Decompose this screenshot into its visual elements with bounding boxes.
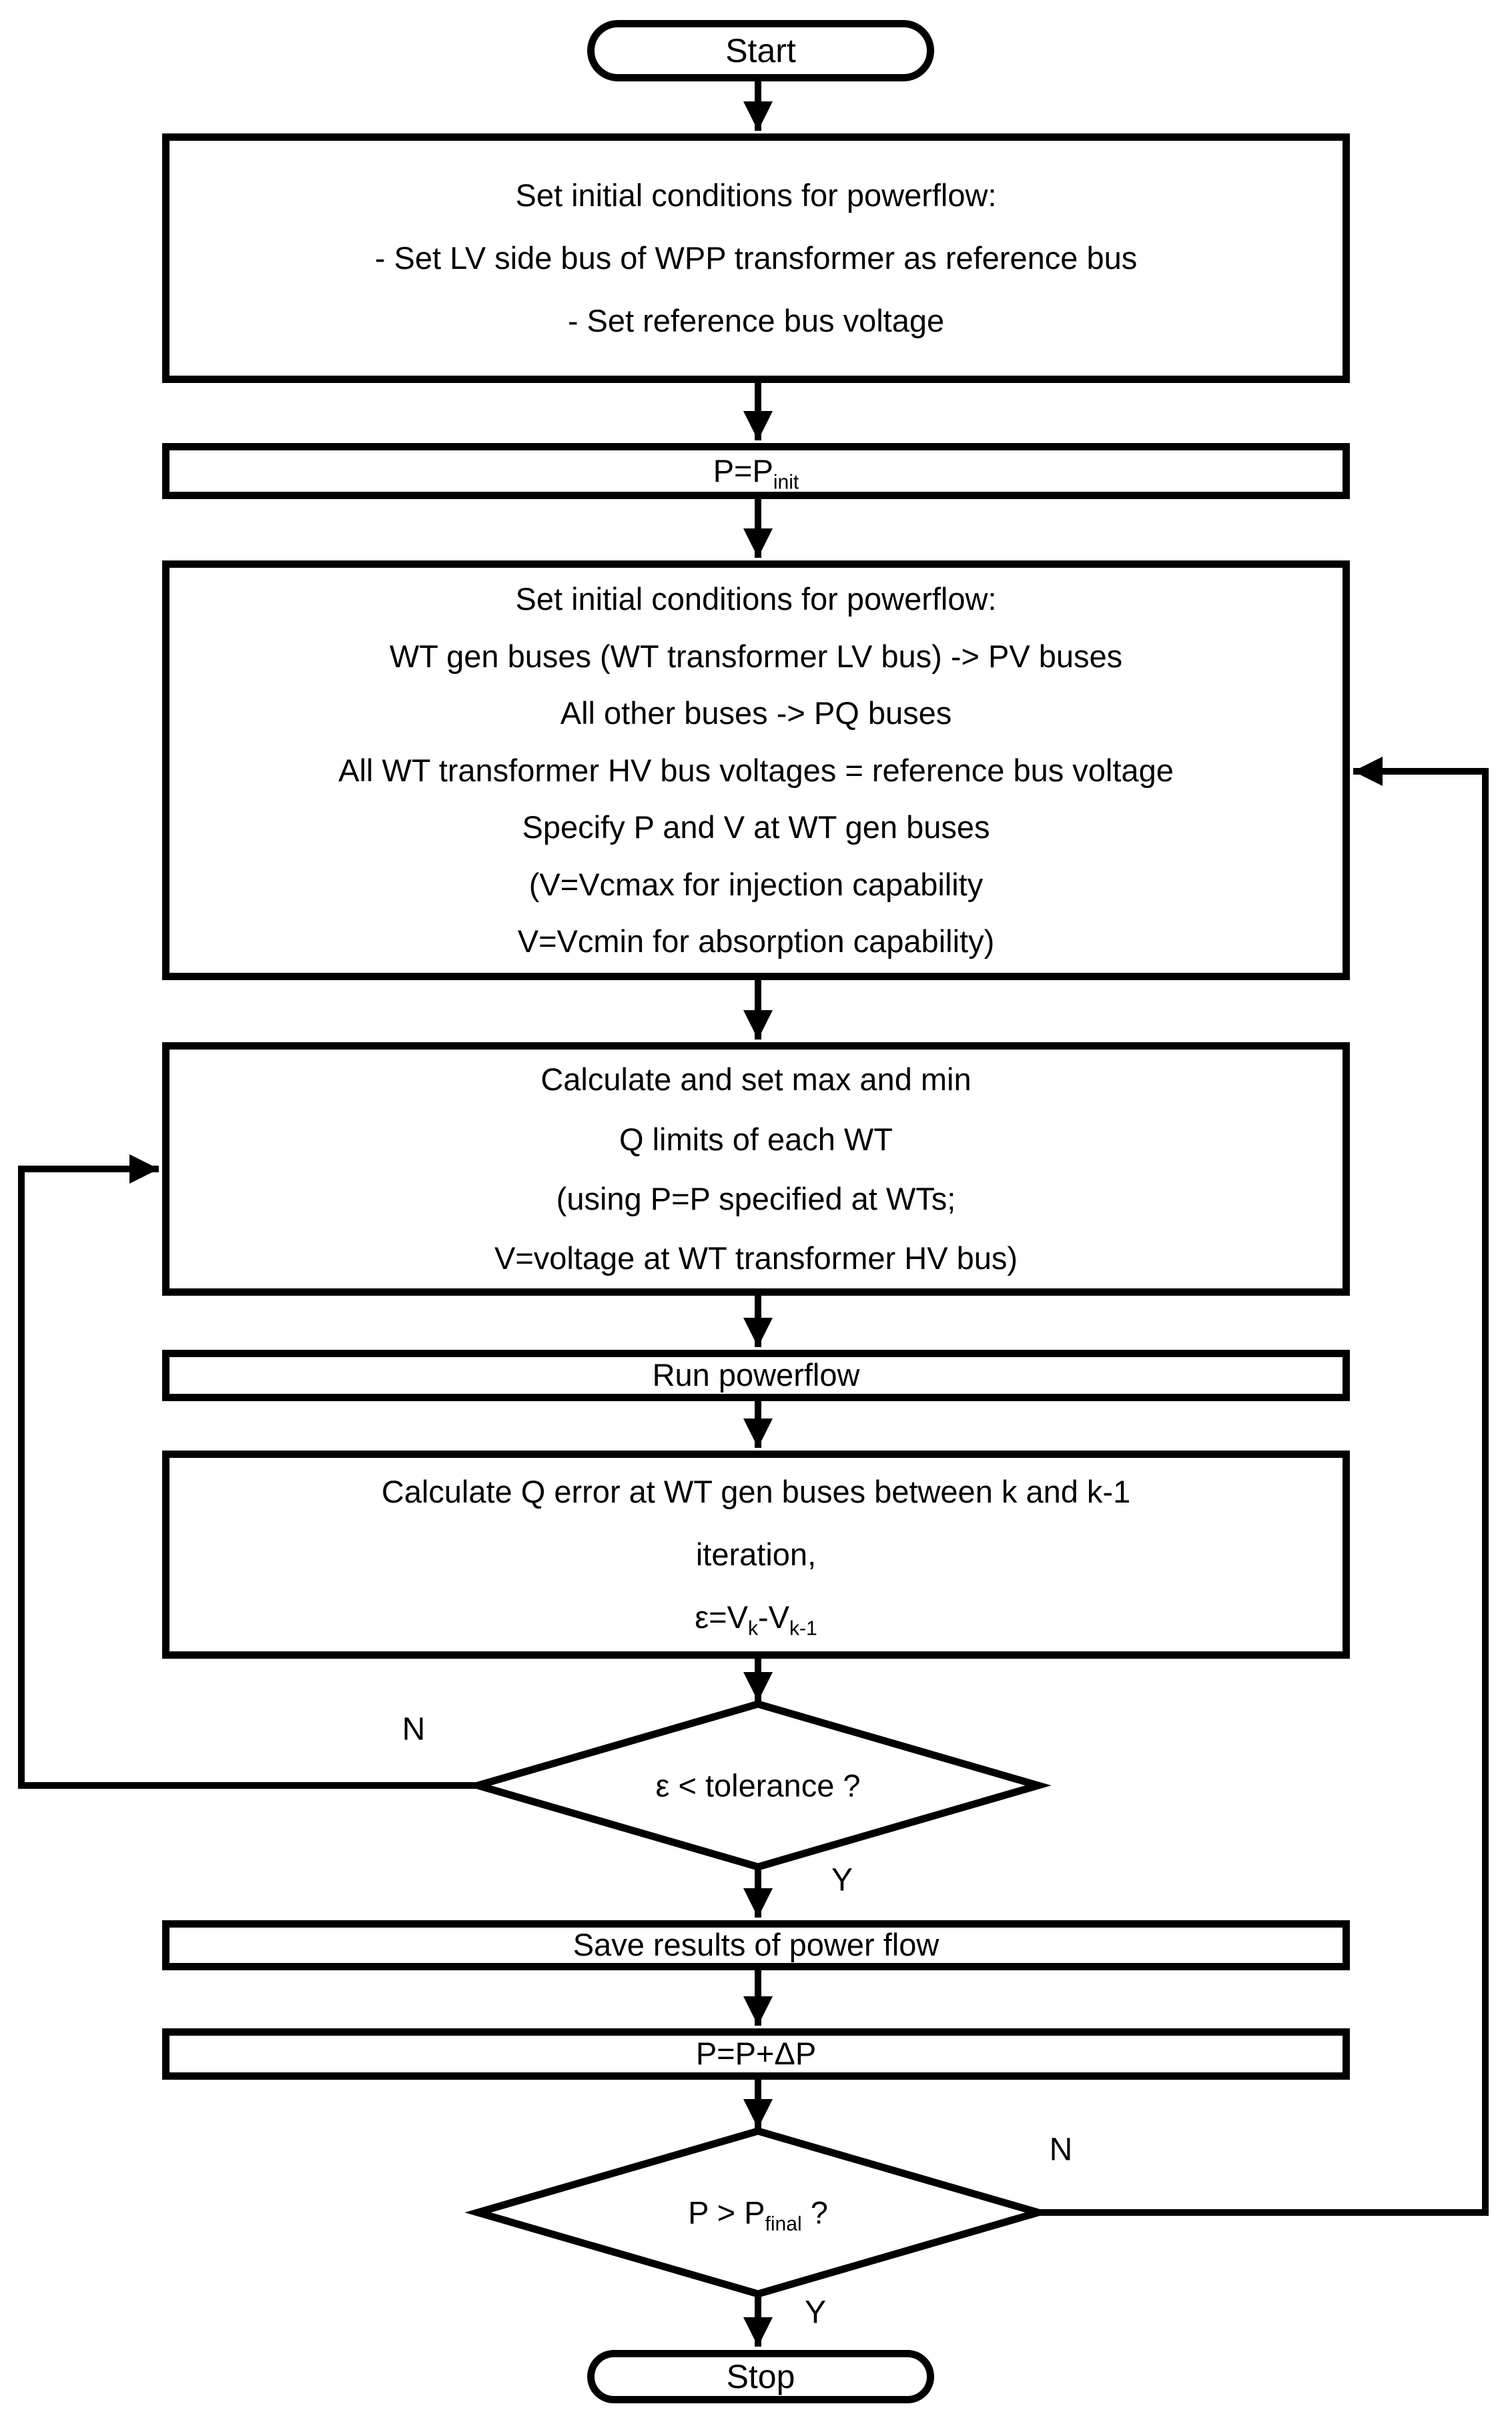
process-line: Set initial conditions for powerflow: — [515, 581, 997, 617]
formula-p-init: P=Pinit — [713, 452, 799, 494]
process-p-init: P=Pinit — [162, 443, 1350, 499]
save-results-label: Save results of power flow — [573, 1927, 939, 1963]
stop-terminal: Stop — [587, 2350, 934, 2403]
process-run-powerflow: Run powerflow — [162, 1350, 1350, 1401]
decision-final-shape — [464, 2127, 1052, 2298]
final-no-branch-label: N — [1049, 2132, 1073, 2168]
process-line: - Set LV side bus of WPP transformer as … — [374, 240, 1138, 276]
run-powerflow-label: Run powerflow — [652, 1357, 860, 1393]
process-line: Specify P and V at WT gen buses — [522, 809, 990, 845]
stop-label: Stop — [726, 2357, 795, 2395]
process-powerflow-setup: Set initial conditions for powerflow: WT… — [162, 560, 1350, 980]
process-q-limits: Calculate and set max and min Q limits o… — [162, 1042, 1350, 1296]
process-p-step: P=P+ΔP — [162, 2028, 1350, 2080]
process-line: All WT transformer HV bus voltages = ref… — [338, 752, 1174, 788]
process-line: Set initial conditions for powerflow: — [515, 177, 997, 213]
decision-tolerance-shape — [464, 1700, 1052, 1871]
start-label: Start — [725, 31, 796, 69]
process-line: Calculate Q error at WT gen buses betwee… — [381, 1474, 1131, 1509]
decision-tolerance-label: ε < tolerance ? — [655, 1767, 861, 1803]
process-line: WT gen buses (WT transformer LV bus) -> … — [389, 638, 1123, 674]
p-step-label: P=P+ΔP — [695, 2036, 817, 2072]
process-line: Calculate and set max and min — [540, 1062, 972, 1098]
process-line: Q limits of each WT — [619, 1121, 893, 1157]
loop-tolerance-no-to-qlimits — [18, 1154, 478, 1789]
decision-final-label: P > Pfinal ? — [688, 2194, 828, 2236]
final-yes-branch-label: Y — [804, 2295, 827, 2331]
process-line: - Set reference bus voltage — [567, 303, 945, 338]
start-terminal: Start — [587, 20, 934, 81]
process-line: V=voltage at WT transformer HV bus) — [494, 1240, 1018, 1276]
process-line: iteration, — [695, 1537, 817, 1572]
process-q-error: Calculate Q error at WT gen buses betwee… — [162, 1451, 1350, 1659]
process-save-results: Save results of power flow — [162, 1920, 1350, 1970]
process-set-initial-reference: Set initial conditions for powerflow: - … — [162, 133, 1350, 383]
loop-final-no-to-setup — [1038, 756, 1489, 2216]
process-line: (using P=P specified at WTs; — [556, 1181, 956, 1216]
formula-epsilon: ε=Vk-Vk-1 — [695, 1599, 817, 1640]
process-line: V=Vcmin for absorption capability) — [517, 923, 995, 959]
tolerance-no-branch-label: N — [402, 1711, 426, 1747]
tolerance-yes-branch-label: Y — [831, 1862, 853, 1898]
process-line: All other buses -> PQ buses — [560, 695, 952, 731]
process-line: (V=Vcmax for injection capability — [528, 866, 984, 902]
